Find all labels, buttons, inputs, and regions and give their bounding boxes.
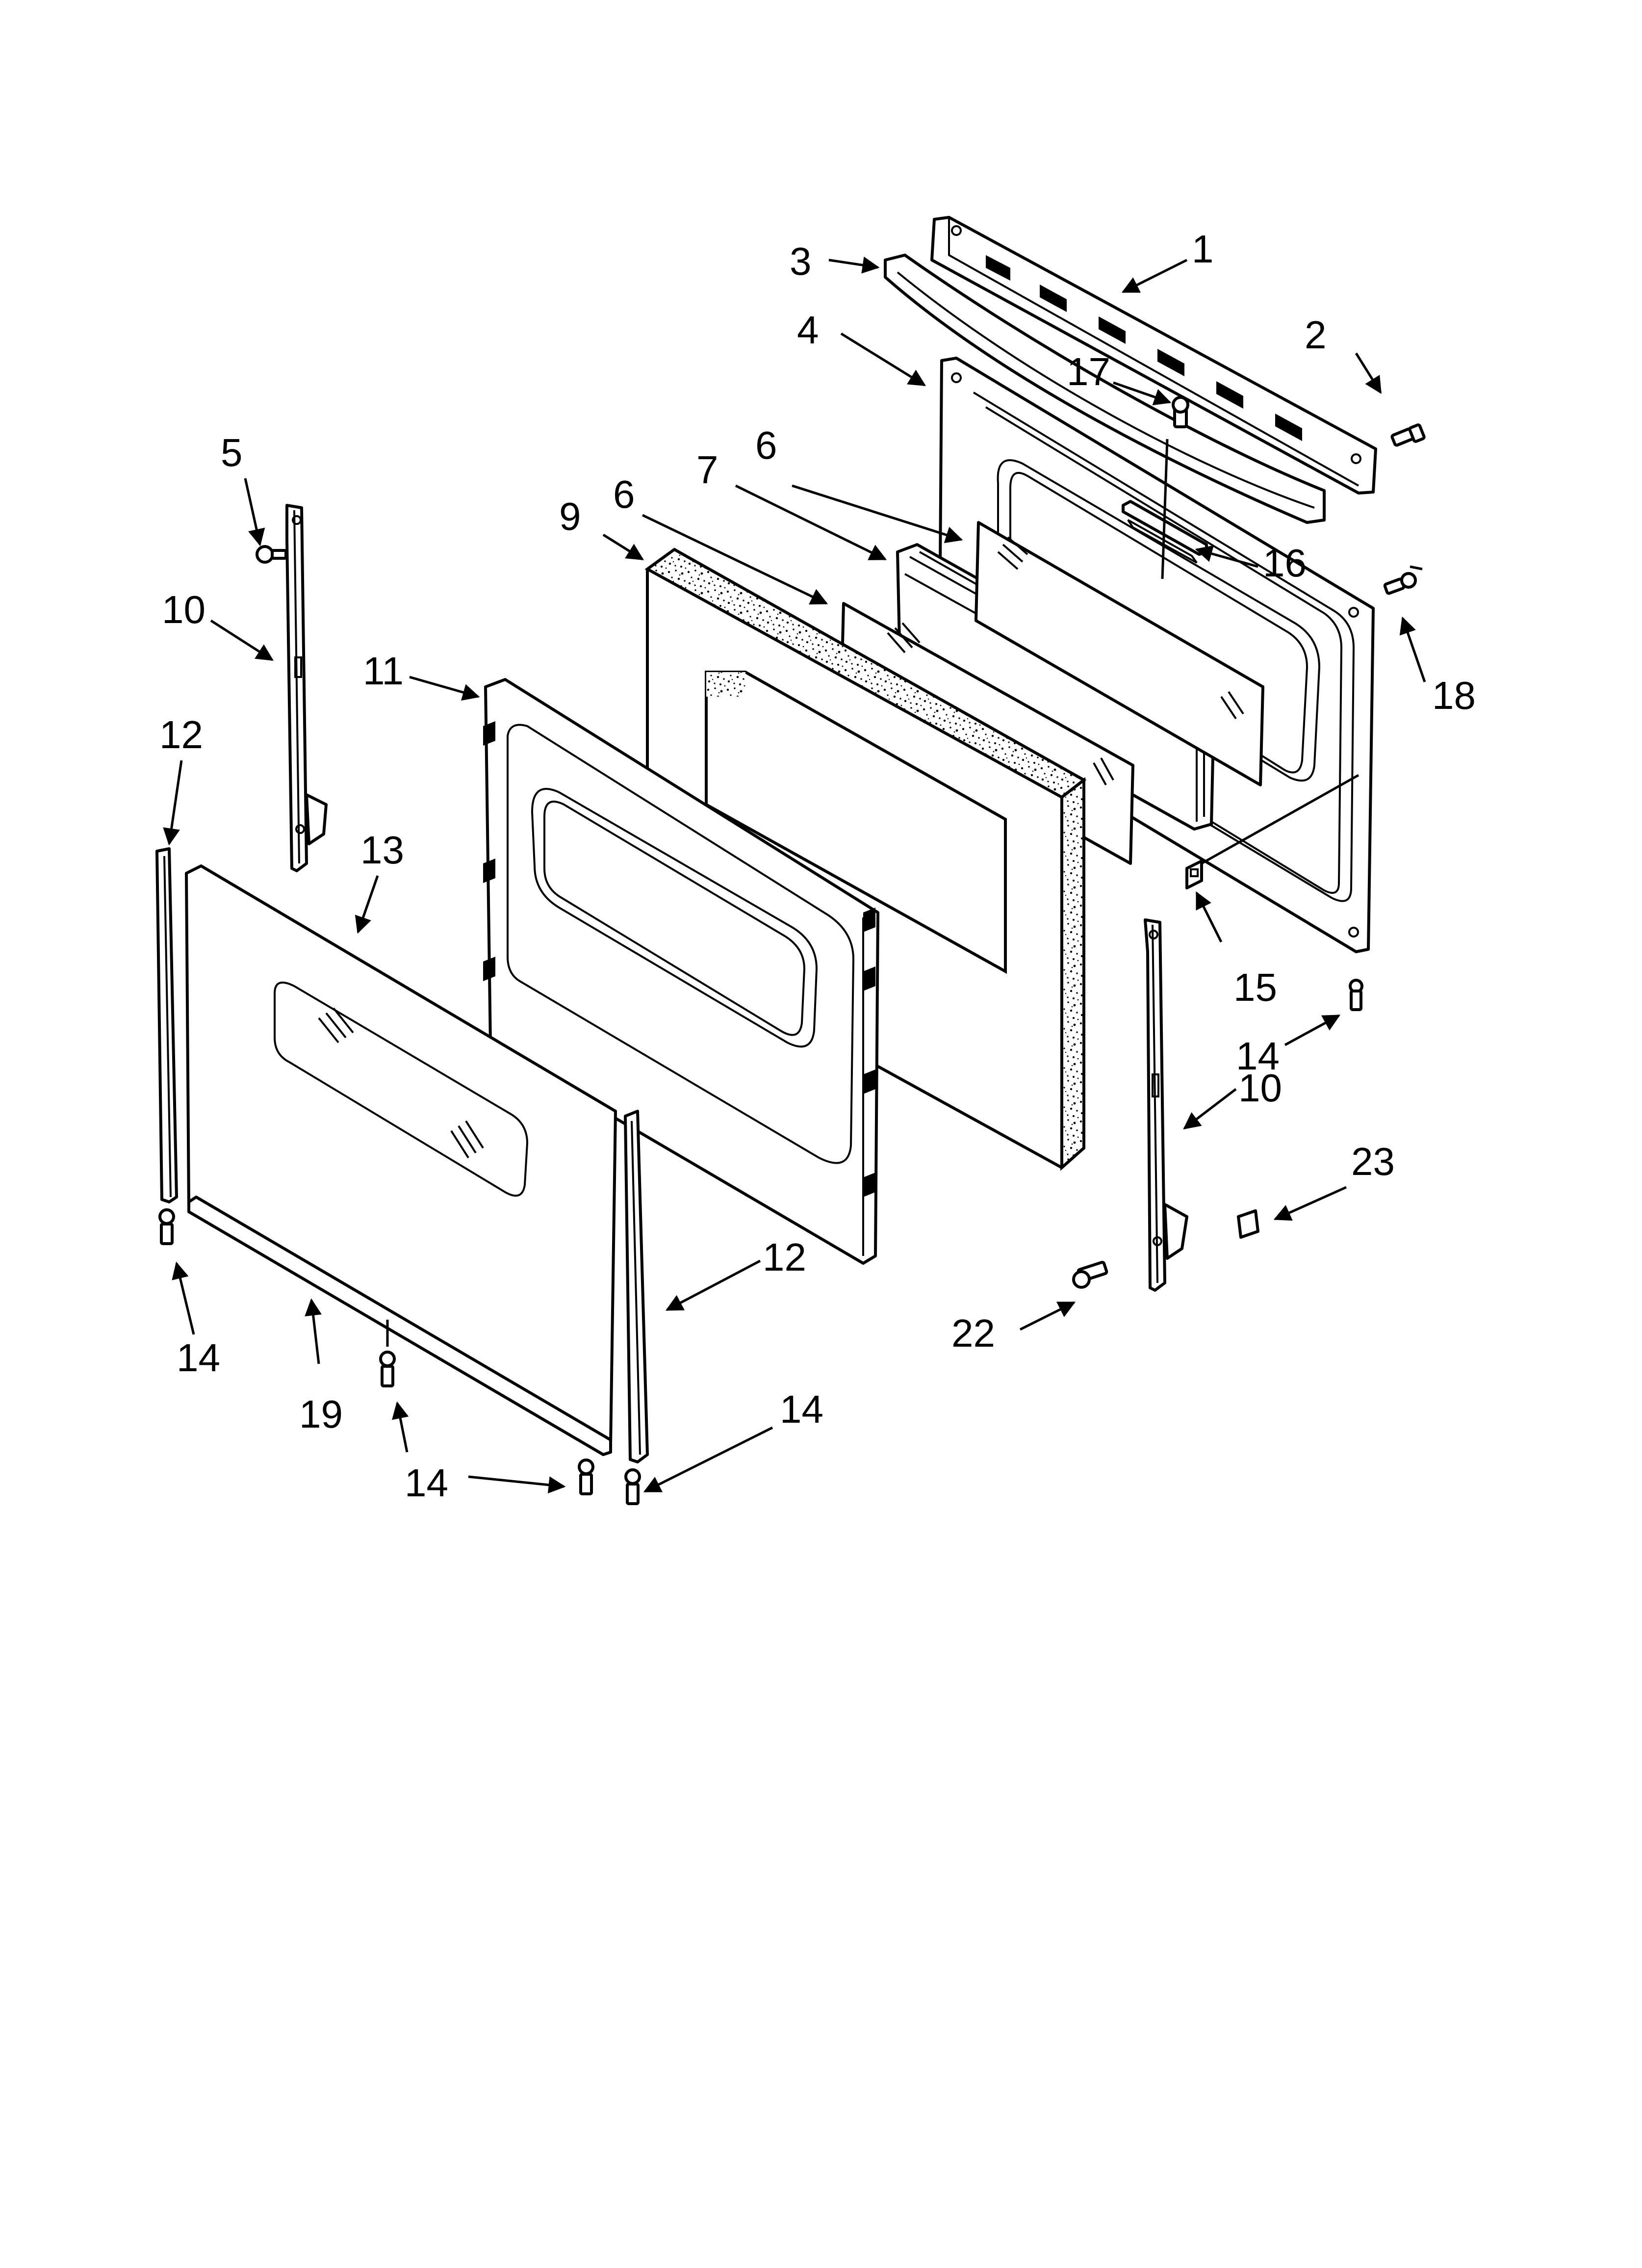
part-screw-14-bottom-mid <box>379 1351 396 1387</box>
callout-12-right: 12 <box>763 1235 806 1279</box>
part-screw-14-left-trim <box>158 1208 175 1245</box>
part-screw-22 <box>1072 1260 1108 1289</box>
part-clip-23 <box>1237 1209 1259 1239</box>
callout-9: 9 <box>559 495 581 538</box>
part-screw-14-right-door <box>1349 979 1363 1011</box>
callout-6-upper: 6 <box>755 423 777 467</box>
callout-13: 13 <box>360 828 404 872</box>
callout-14-right: 14 <box>1236 1034 1280 1078</box>
callout-5: 5 <box>221 431 243 474</box>
callout-11: 11 <box>363 649 404 693</box>
part-screw-17 <box>1172 396 1189 428</box>
part-bottom-trim <box>187 1196 612 1456</box>
callout-4: 4 <box>797 308 819 352</box>
part-hinge-right <box>1144 918 1188 1292</box>
callout-12-left: 12 <box>159 713 203 756</box>
callout-16: 16 <box>1263 541 1307 585</box>
callout-2: 2 <box>1305 313 1327 357</box>
callout-14-left: 14 <box>177 1336 220 1380</box>
part-door-panel <box>483 678 879 1265</box>
callout-23: 23 <box>1351 1140 1395 1183</box>
part-vent-trim <box>930 216 1377 495</box>
callout-19: 19 <box>299 1392 343 1436</box>
callout-10-right: 10 <box>1238 1066 1282 1110</box>
callout-14-bottom-right: 14 <box>780 1387 823 1431</box>
callout-6-lower: 6 <box>613 472 635 516</box>
leader-lines <box>163 257 1426 1494</box>
part-screw-2 <box>1390 423 1426 447</box>
part-screw-14-bottom-b <box>624 1468 641 1505</box>
part-glass-panel-upper <box>975 521 1264 786</box>
callout-3: 3 <box>790 239 812 283</box>
callout-18: 18 <box>1432 674 1476 717</box>
callout-17: 17 <box>1067 350 1110 393</box>
part-side-trim-right <box>624 1110 649 1463</box>
part-door-handle <box>884 254 1326 524</box>
part-hinge-left <box>285 504 328 872</box>
part-insulation <box>644 547 1087 1171</box>
callout-1: 1 <box>1192 227 1214 271</box>
callout-7: 7 <box>696 448 718 492</box>
part-screw-14-bottom-a <box>578 1459 594 1495</box>
callout-10-left: 10 <box>162 588 205 631</box>
part-screw-5 <box>256 545 287 564</box>
part-screw-18 <box>1383 572 1417 595</box>
callout-labels: 1 2 3 4 5 6 6 7 9 10 10 11 12 12 13 14 1… <box>159 227 1476 1505</box>
part-side-trim-left <box>155 847 178 1203</box>
callout-22: 22 <box>951 1311 995 1355</box>
callout-14-bottom-mid: 14 <box>405 1461 448 1505</box>
callout-15: 15 <box>1233 965 1277 1009</box>
part-clip <box>1185 860 1203 889</box>
